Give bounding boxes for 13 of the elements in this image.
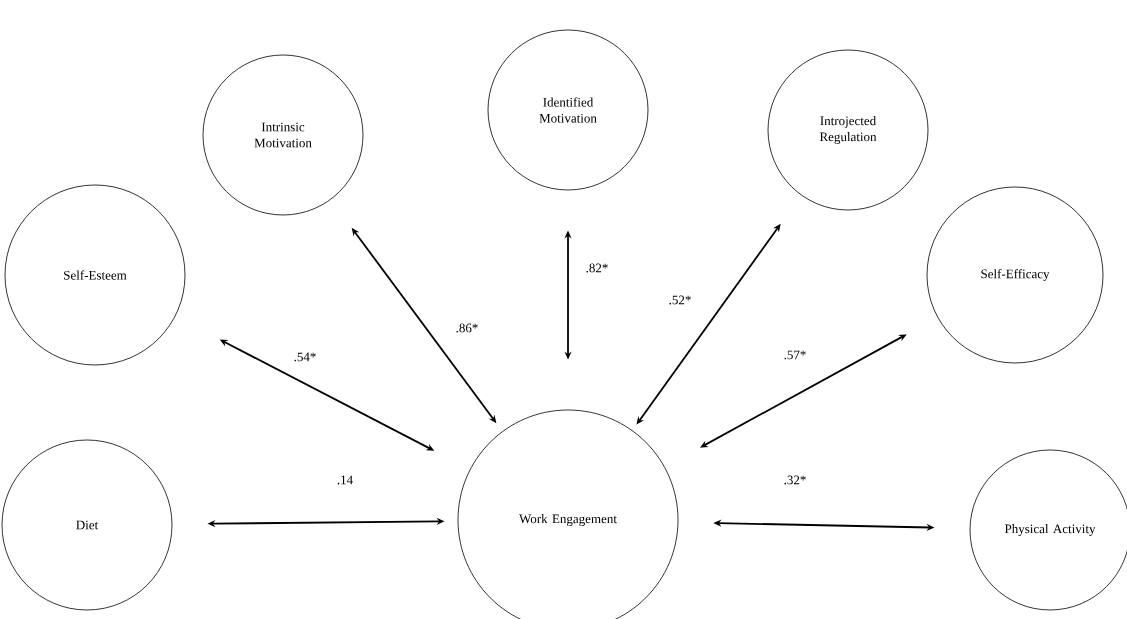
circle-node: Diet [1,439,173,611]
circle-node: Intrinsic Motivation [202,54,364,216]
edge-label: .54* [292,351,318,363]
circle-node: Self-Efficacy [926,186,1104,364]
circle-node: Identified Motivation [487,29,649,191]
circle-node: Self-Esteem [4,184,186,366]
edge-label: .82* [584,262,610,274]
edge-label: .14 [335,474,355,486]
edge-label: .32* [782,474,808,486]
edge-label: .86* [454,322,480,334]
edge-label: .57* [782,349,808,361]
circle-node: Introjected Regulation [767,49,929,211]
edge-label: .52* [667,294,693,306]
